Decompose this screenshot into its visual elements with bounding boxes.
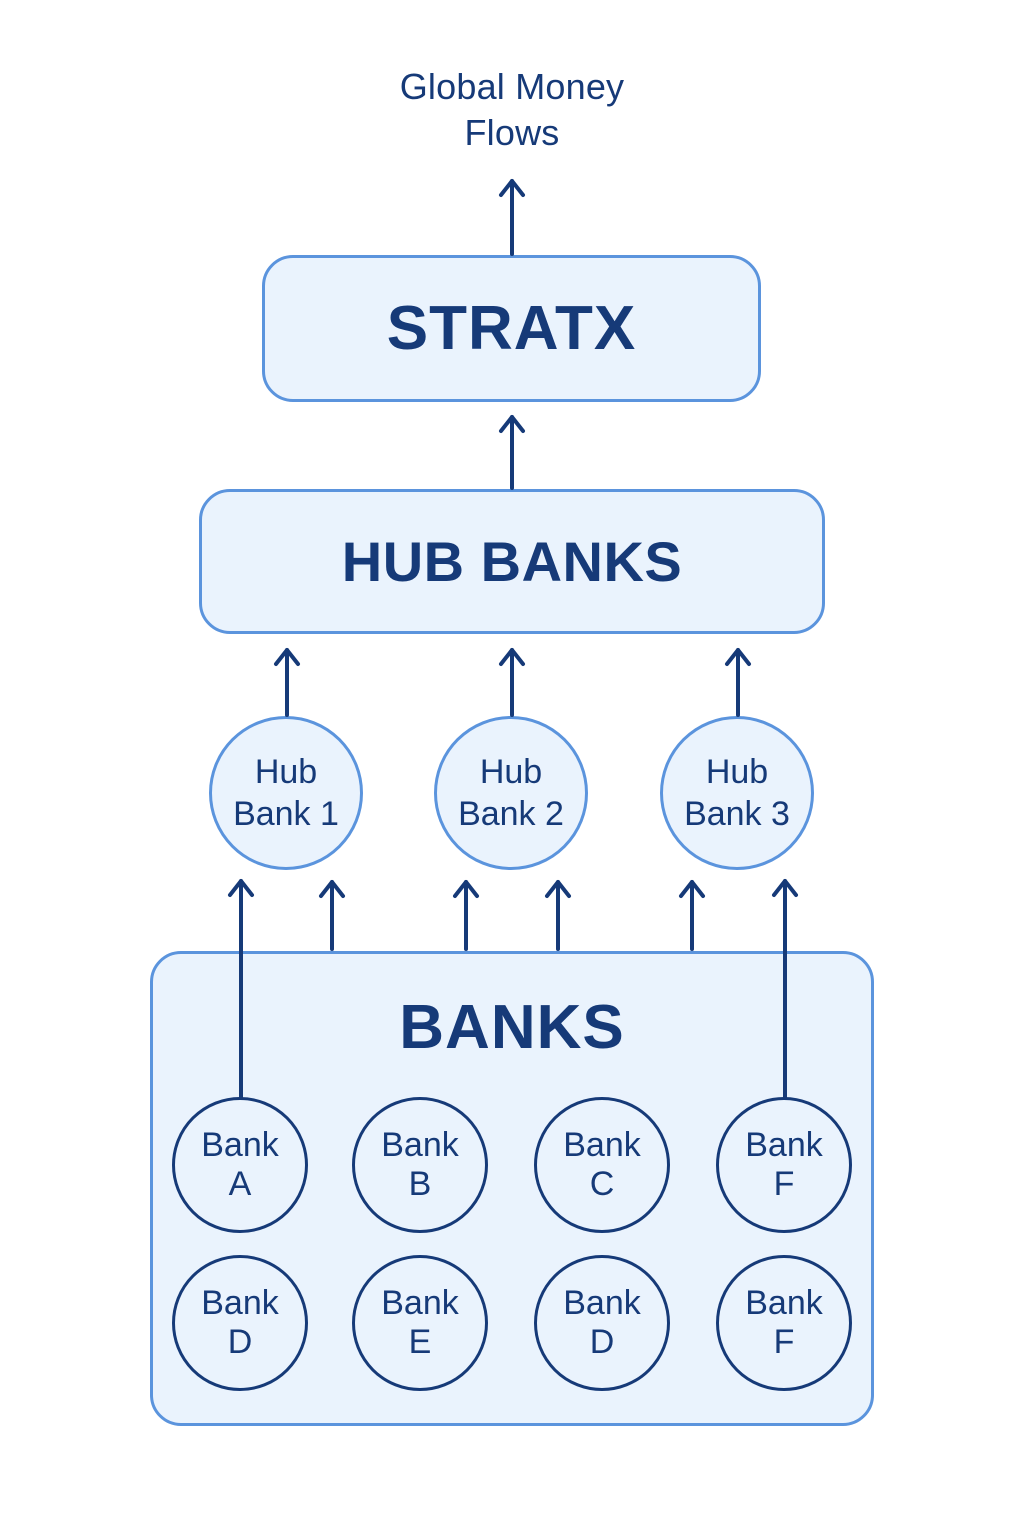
hub-bank-2-line-1: Hub	[479, 753, 543, 791]
arrow-hub-banks-to-stratx	[499, 415, 525, 490]
bank-f-bottom-node: Bank F	[716, 1255, 852, 1391]
bank-f-top-node: Bank F	[716, 1097, 852, 1233]
arrow-banks-to-hub-bank-2-right	[545, 880, 571, 951]
bank-f-top-line-1: Bank	[745, 1126, 823, 1164]
bank-c-line-2: C	[589, 1165, 615, 1203]
bank-b-node: Bank B	[352, 1097, 488, 1233]
hub-bank-1-node: Hub Bank 1	[209, 716, 363, 870]
stratx-label: STRATX	[386, 294, 637, 363]
bank-f-top-line-2: F	[773, 1165, 795, 1203]
bank-b-line-2: B	[408, 1165, 432, 1203]
bank-e-node: Bank E	[352, 1255, 488, 1391]
bank-e-line-2: E	[408, 1323, 432, 1361]
arrow-hub-bank-3-to-hub-banks	[725, 648, 751, 717]
diagram-title: Global Money Flows	[312, 64, 712, 156]
bank-f-bottom-line-2: F	[773, 1323, 795, 1361]
title-line-2: Flows	[464, 112, 560, 153]
hub-banks-node: HUB BANKS	[199, 489, 825, 634]
hub-bank-3-line-2: Bank 3	[684, 795, 790, 833]
hub-bank-2-node: Hub Bank 2	[434, 716, 588, 870]
bank-d-right-line-1: Bank	[563, 1284, 641, 1322]
hub-bank-3-node: Hub Bank 3	[660, 716, 814, 870]
bank-d-left-line-2: D	[227, 1323, 253, 1361]
arrow-banks-to-hub-bank-3	[679, 880, 705, 951]
hub-bank-1-line-1: Hub	[254, 753, 318, 791]
bank-a-line-2: A	[228, 1165, 252, 1203]
stratx-node: STRATX	[262, 255, 761, 402]
arrow-stratx-to-global	[499, 179, 525, 256]
bank-d-left-node: Bank D	[172, 1255, 308, 1391]
arrow-banks-to-hub-bank-1	[319, 880, 345, 951]
arrow-hub-bank-1-to-hub-banks	[274, 648, 300, 717]
bank-a-node: Bank A	[172, 1097, 308, 1233]
bank-a-line-1: Bank	[201, 1126, 279, 1164]
hub-bank-1-line-2: Bank 1	[233, 795, 339, 833]
banks-group-label: BANKS	[399, 993, 625, 1062]
bank-f-bottom-line-1: Bank	[745, 1284, 823, 1322]
bank-d-right-node: Bank D	[534, 1255, 670, 1391]
bank-b-line-1: Bank	[381, 1126, 459, 1164]
hub-banks-label: HUB BANKS	[341, 530, 683, 593]
bank-c-node: Bank C	[534, 1097, 670, 1233]
title-line-1: Global Money	[399, 66, 625, 107]
hub-bank-3-line-1: Hub	[705, 753, 769, 791]
bank-e-line-1: Bank	[381, 1284, 459, 1322]
bank-d-left-line-1: Bank	[201, 1284, 279, 1322]
bank-d-right-line-2: D	[589, 1323, 615, 1361]
bank-c-line-1: Bank	[563, 1126, 641, 1164]
arrow-hub-bank-2-to-hub-banks	[499, 648, 525, 717]
hub-bank-2-line-2: Bank 2	[458, 795, 564, 833]
arrow-banks-to-hub-bank-2-left	[453, 880, 479, 951]
